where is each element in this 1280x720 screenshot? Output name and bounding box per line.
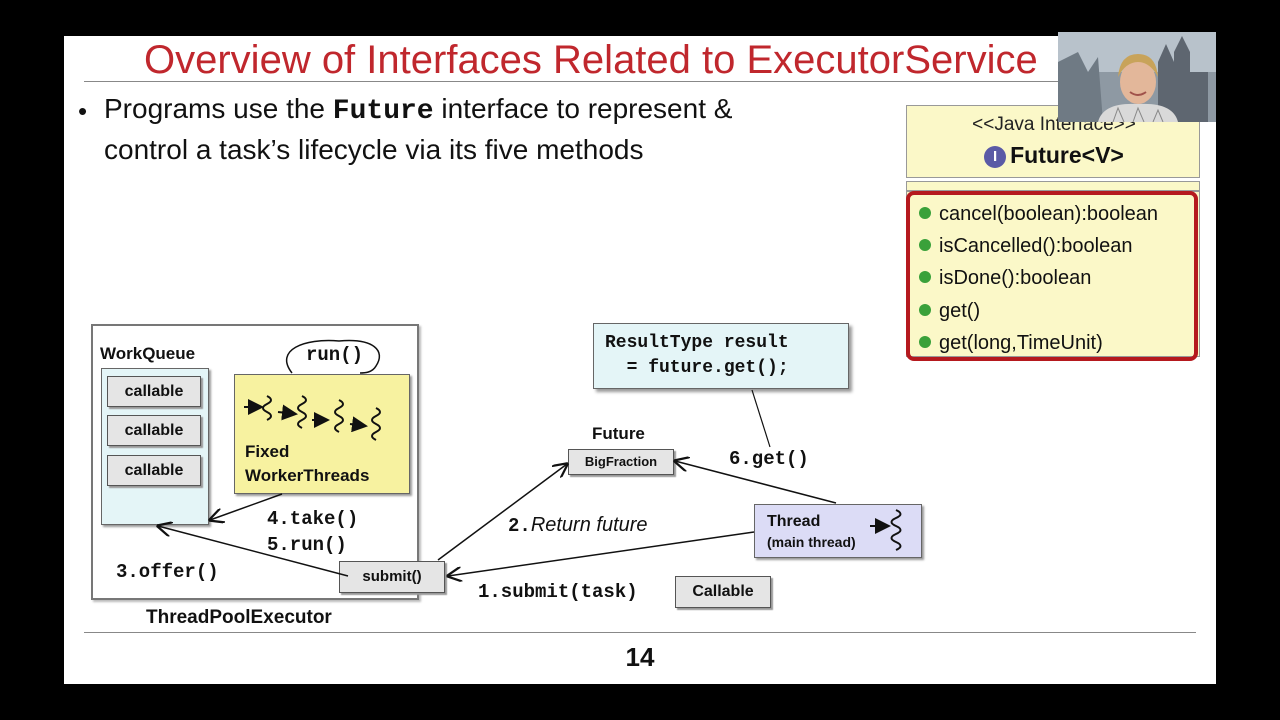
method-text: cancel(boolean):boolean xyxy=(939,203,1159,225)
worker-threads-box xyxy=(234,374,410,494)
result-code-box: ResultType result = future.get(); xyxy=(593,323,849,389)
callable-box: callable xyxy=(107,415,201,446)
run-label: run() xyxy=(306,344,364,366)
get-arrow xyxy=(675,461,837,504)
method-dot-icon xyxy=(919,239,931,251)
title-rule xyxy=(84,81,1196,82)
result-connector xyxy=(751,389,771,448)
callable-box: callable xyxy=(107,376,201,407)
uml-methods-highlight xyxy=(906,191,1198,361)
offer-arrow xyxy=(158,526,349,577)
method-text: isDone():boolean xyxy=(939,267,1092,289)
interface-icon: I xyxy=(984,146,1007,168)
uml-method: get() xyxy=(919,300,980,323)
presenter-video-frame xyxy=(1058,32,1216,122)
result-code-line-1: ResultType result xyxy=(605,333,789,353)
page-number: 14 xyxy=(625,642,655,672)
uml-method: isDone():boolean xyxy=(919,267,1091,290)
bullet-dot: • xyxy=(78,96,88,126)
thread-label: Thread xyxy=(767,513,821,530)
bullet-text: Programs use the xyxy=(104,93,333,124)
method-text: isCancelled():boolean xyxy=(939,235,1133,257)
take-arrow xyxy=(210,493,283,520)
get-label: 6.get() xyxy=(729,448,809,470)
return-future-number: 2. xyxy=(508,515,531,537)
method-dot-icon xyxy=(919,336,931,348)
run-step-label: 5.run() xyxy=(267,534,347,556)
method-dot-icon xyxy=(919,207,931,219)
worker-threads-icon xyxy=(244,395,381,441)
result-code-line-2: = future.get(); xyxy=(605,358,789,378)
bigfraction-box: BigFraction xyxy=(568,449,674,475)
uml-name-text: Future<V> xyxy=(1010,142,1124,168)
uml-methods-compartment: cancel(boolean):boolean isCancelled():bo… xyxy=(906,191,1200,357)
executor-label: ThreadPoolExecutor xyxy=(146,607,332,628)
work-queue-label: WorkQueue xyxy=(100,344,196,363)
submit-task-arrow xyxy=(448,531,755,576)
footer-rule xyxy=(84,632,1196,633)
worker-threads-label-2: WorkerThreads xyxy=(245,466,370,485)
uml-fields-compartment xyxy=(906,181,1200,191)
return-future-text: Return future xyxy=(530,514,648,536)
bullet-text-tail: interface to represent & xyxy=(433,93,733,124)
bullet-code: Future xyxy=(332,96,434,127)
presenter-webcam xyxy=(1058,32,1216,122)
slide-title: Overview of Interfaces Related to Execut… xyxy=(144,38,1038,82)
method-dot-icon xyxy=(919,304,931,316)
bullet-line-2: control a task’s lifecycle via its five … xyxy=(104,134,644,165)
worker-threads-label-1: Fixed xyxy=(245,442,290,461)
future-label: Future xyxy=(592,424,645,443)
diagram-arrows xyxy=(64,339,902,684)
return-future-arrow xyxy=(437,464,567,561)
main-thread-box: Thread (main thread) xyxy=(754,504,922,558)
callable-box: callable xyxy=(107,455,201,486)
submit-box: submit() xyxy=(339,561,445,593)
uml-method: get(long,TimeUnit) xyxy=(919,332,1103,355)
take-label: 4.take() xyxy=(267,508,359,530)
bullet-line-1: Programs use the Future interface to rep… xyxy=(104,92,732,129)
return-future-label: 2.Return future xyxy=(508,514,648,537)
method-text: get() xyxy=(939,300,981,322)
method-text: get(long,TimeUnit) xyxy=(939,332,1103,354)
main-thread-icon xyxy=(870,509,902,551)
main-thread-label: (main thread) xyxy=(767,534,856,550)
offer-label: 3.offer() xyxy=(116,561,219,583)
method-dot-icon xyxy=(919,271,931,283)
callable-task-box: Callable xyxy=(675,576,771,608)
slide: Overview of Interfaces Related to Execut… xyxy=(64,36,1216,684)
run-loop-arrow xyxy=(285,339,381,374)
uml-method: isCancelled():boolean xyxy=(919,235,1132,258)
uml-method: cancel(boolean):boolean xyxy=(919,203,1158,226)
submit-task-label: 1.submit(task) xyxy=(478,581,638,603)
